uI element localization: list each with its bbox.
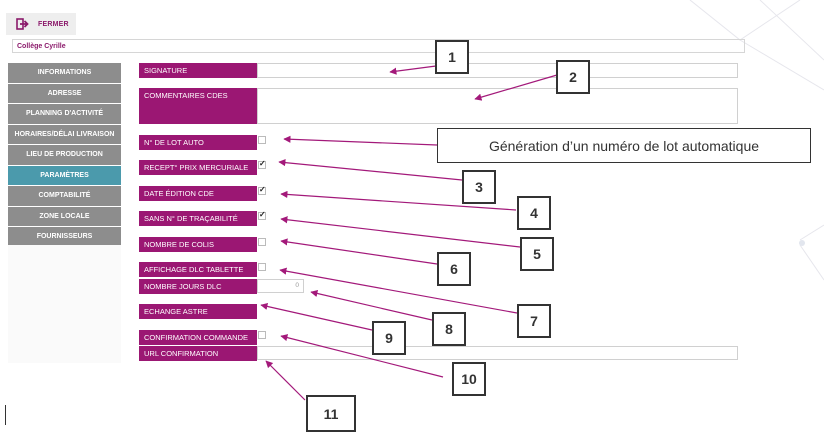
sans-tracabilite-checkbox[interactable] bbox=[258, 210, 266, 220]
text-cursor bbox=[5, 405, 6, 425]
date-edition-checkbox[interactable] bbox=[258, 185, 266, 195]
sidebar-item-fournisseurs[interactable]: FOURNISSEURS bbox=[8, 227, 121, 247]
sidebar-item-informations[interactable]: INFORMATIONS bbox=[8, 63, 121, 83]
recept-prix-checkbox[interactable] bbox=[258, 159, 266, 169]
callout-11: 11 bbox=[306, 395, 356, 432]
arrow-gen bbox=[283, 135, 438, 146]
callout-2: 2 bbox=[556, 60, 590, 94]
close-label: FERMER bbox=[38, 20, 69, 28]
nombre-jours-dlc-label: NOMBRE JOURS DLC bbox=[139, 279, 257, 294]
nombre-colis-label: NOMBRE DE COLIS bbox=[139, 237, 257, 252]
callout-3: 3 bbox=[462, 170, 496, 204]
callout-8: 8 bbox=[432, 312, 466, 346]
sidebar: INFORMATIONS ADRESSE PLANNING D'ACTIVITÉ… bbox=[8, 63, 121, 248]
sans-tracabilite-label: SANS N° DE TRAÇABILITÉ bbox=[139, 211, 257, 226]
arrow-7 bbox=[279, 267, 518, 314]
callout-10: 10 bbox=[452, 362, 486, 396]
arrow-3 bbox=[278, 159, 463, 181]
date-edition-label: DATE ÉDITION CDE bbox=[139, 186, 257, 201]
sidebar-item-zone-locale[interactable]: ZONE LOCALE bbox=[8, 206, 121, 226]
recept-prix-label: RECEPT° PRIX MERCURIALE bbox=[139, 160, 257, 175]
school-name-bar: Collège Cyrille bbox=[12, 39, 745, 53]
url-confirmation-input[interactable] bbox=[257, 346, 738, 360]
signature-label: SIGNATURE bbox=[139, 63, 257, 78]
exit-icon bbox=[16, 18, 29, 30]
callout-9: 9 bbox=[372, 321, 406, 355]
confirmation-commande-checkbox[interactable] bbox=[258, 331, 266, 339]
sidebar-item-parametres[interactable]: PARAMÈTRES bbox=[8, 165, 121, 185]
callout-5: 5 bbox=[520, 237, 554, 271]
url-confirmation-label: URL CONFIRMATION bbox=[139, 346, 257, 361]
sidebar-item-adresse[interactable]: ADRESSE bbox=[8, 83, 121, 103]
arrow-9 bbox=[260, 302, 373, 331]
sidebar-item-horaires[interactable]: HORAIRES/DÉLAI LIVRAISON bbox=[8, 124, 121, 144]
sidebar-item-comptabilite[interactable]: COMPTABILITÉ bbox=[8, 186, 121, 206]
signature-input[interactable] bbox=[257, 63, 738, 78]
callout-1: 1 bbox=[435, 40, 469, 74]
sidebar-empty-area bbox=[8, 245, 121, 363]
comments-textarea[interactable] bbox=[257, 88, 738, 124]
echange-astre-label: ECHANGE ASTRE bbox=[139, 304, 257, 319]
close-button[interactable]: FERMER bbox=[6, 13, 76, 35]
nombre-jours-dlc-input[interactable]: 0 bbox=[257, 279, 304, 293]
lot-auto-label: N° DE LOT AUTO bbox=[139, 135, 257, 150]
arrow-6 bbox=[280, 238, 438, 265]
sidebar-item-planning[interactable]: PLANNING D'ACTIVITÉ bbox=[8, 104, 121, 124]
sidebar-item-lieu-production[interactable]: LIEU DE PRODUCTION bbox=[8, 145, 121, 165]
callout-6: 6 bbox=[437, 252, 471, 286]
arrow-8 bbox=[310, 289, 433, 321]
callout-7: 7 bbox=[517, 304, 551, 338]
nombre-colis-checkbox[interactable] bbox=[258, 238, 266, 246]
confirmation-commande-label: CONFIRMATION COMMANDE bbox=[139, 330, 257, 345]
arrow-11 bbox=[265, 360, 306, 401]
affichage-dlc-label: AFFICHAGE DLC TABLETTE bbox=[139, 262, 257, 277]
arrow-5 bbox=[280, 216, 521, 248]
comments-label: COMMENTAIRES CDES bbox=[139, 88, 257, 124]
annotation-gen-lot: Génération d’un numéro de lot automatiqu… bbox=[437, 128, 811, 163]
callout-4: 4 bbox=[517, 196, 551, 230]
affichage-dlc-checkbox[interactable] bbox=[258, 263, 266, 271]
lot-auto-checkbox[interactable] bbox=[258, 136, 266, 144]
